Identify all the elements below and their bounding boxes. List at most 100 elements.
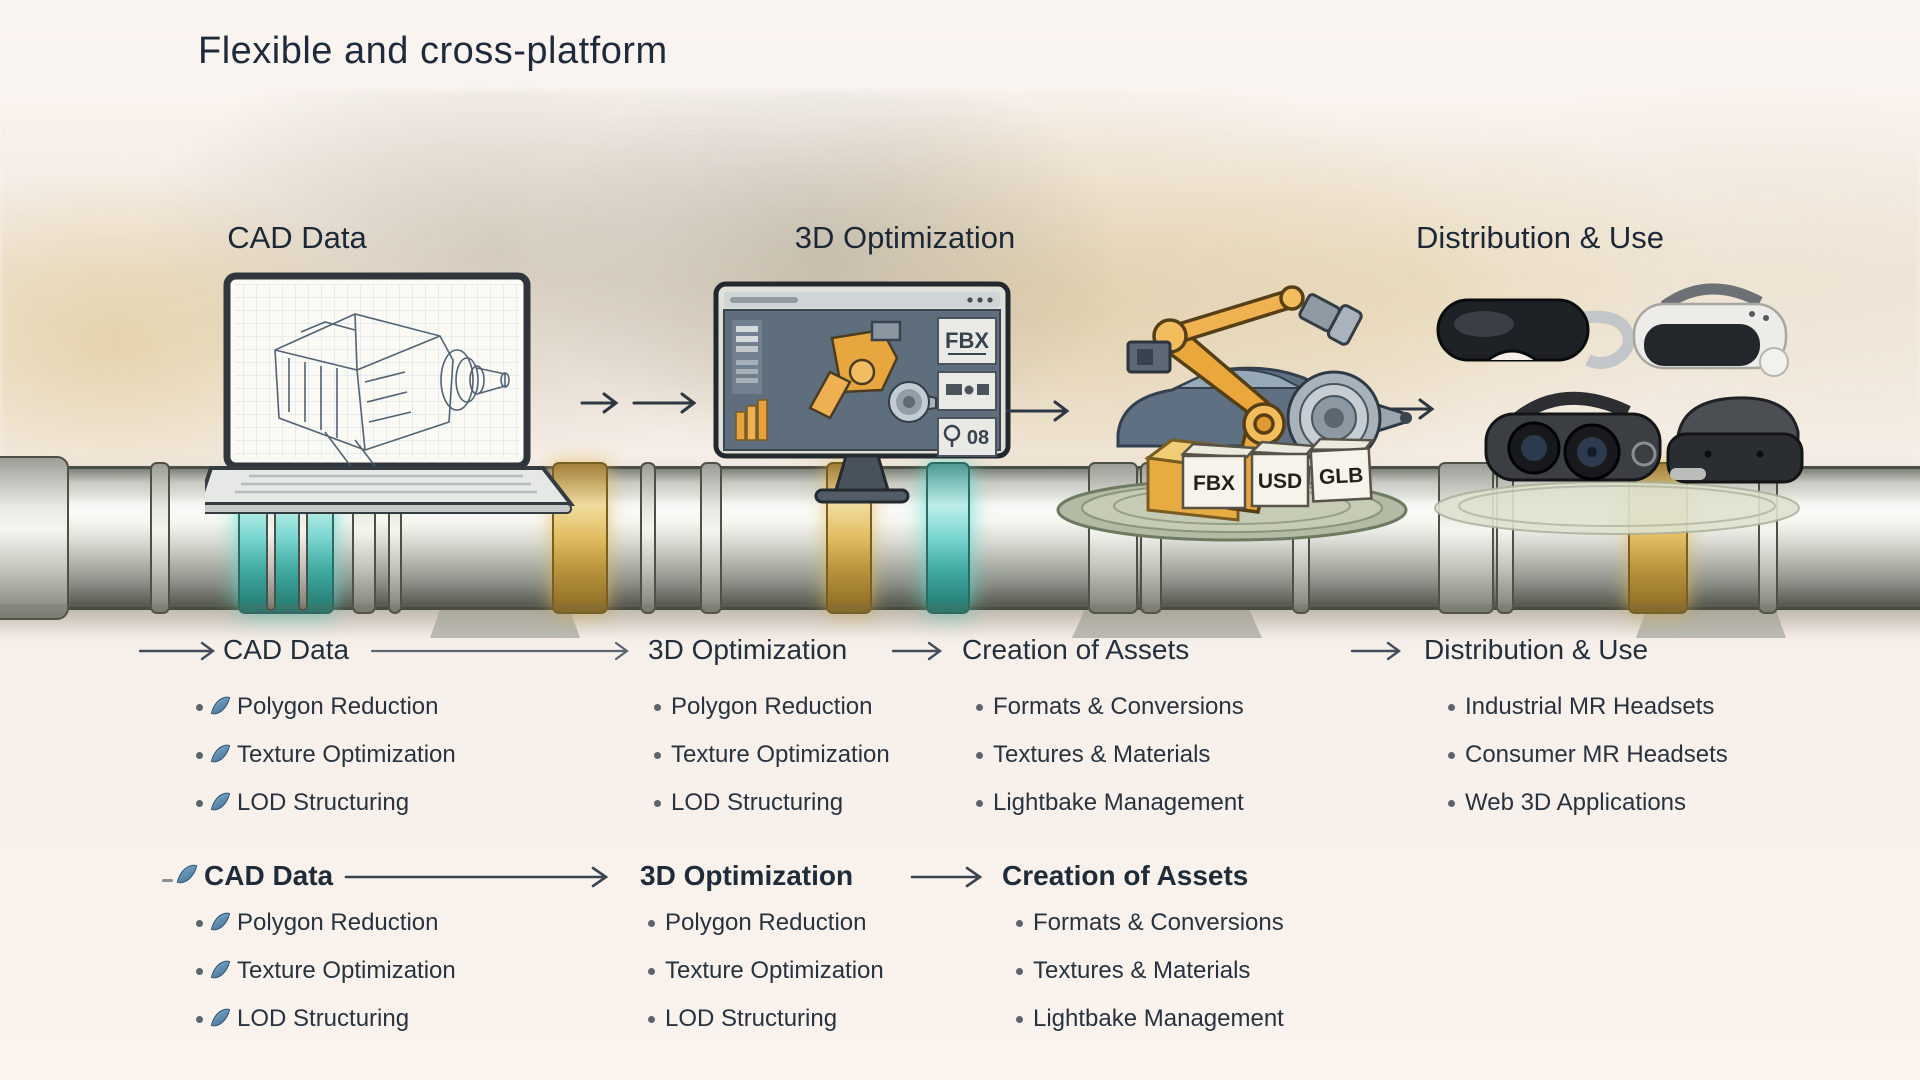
list-item: Texture Optimization [196, 740, 456, 770]
list-item-label: Polygon Reduction [237, 693, 439, 720]
list-item: Textures & Materials [1016, 956, 1284, 986]
bullet-dot-icon [648, 919, 655, 927]
list-item-label: Textures & Materials [993, 741, 1211, 768]
row1-col4-list: Industrial MR Headsets Consumer MR Heads… [1448, 692, 1728, 836]
headset-platform [1434, 481, 1800, 535]
row2-col1-list: Polygon Reduction Texture Optimization L… [196, 908, 456, 1052]
laptop-edge [205, 503, 572, 514]
address-bar [730, 297, 798, 303]
leaf-icon [210, 789, 231, 814]
page-title: Flexible and cross-platform [198, 30, 668, 72]
side-panels: FBX 08 [937, 317, 997, 457]
headset-black-visor [1436, 298, 1635, 369]
list-item: LOD Structuring [196, 788, 456, 818]
list-item-label: Textures & Materials [1033, 957, 1251, 984]
flow-arrow-icon [580, 392, 697, 414]
row2-heading-cad-data: CAD Data [204, 860, 334, 891]
format-panel [937, 317, 997, 365]
format-box-label: USD [1258, 470, 1302, 493]
row2-heading-creation-of-assets: Creation of Assets [1002, 860, 1249, 891]
pipe-endcap [0, 456, 69, 620]
stage-header-3d-optimization: 3D Optimization [794, 220, 1016, 255]
list-item-label: LOD Structuring [237, 789, 410, 816]
leaf-icon [210, 957, 231, 982]
pipe-illustration [0, 456, 1920, 620]
list-item: LOD Structuring [648, 1004, 884, 1034]
arrow-icon [891, 641, 943, 661]
row1-col1-list: Polygon Reduction Texture Optimization L… [196, 692, 456, 836]
list-item-label: Texture Optimization [237, 741, 456, 768]
row2-col3-list: Formats & Conversions Textures & Materia… [1016, 908, 1284, 1052]
row1-heading-3d-optimization: 3D Optimization [648, 634, 848, 665]
list-item: Polygon Reduction [196, 692, 456, 722]
laptop-cad-illustration [205, 272, 576, 514]
list-item-label: Texture Optimization [665, 957, 884, 984]
pipe-ring [700, 462, 722, 614]
bullet-dot-icon [1448, 751, 1455, 759]
list-item: Web 3D Applications [1448, 788, 1728, 818]
bullet-dot-icon [196, 703, 203, 711]
format-box-fbx: FBX [1180, 442, 1258, 510]
orange-stack [735, 399, 768, 441]
panel-format-label: FBX [945, 328, 989, 353]
list-item: Lightbake Management [976, 788, 1244, 818]
bullet-dot-icon [196, 751, 203, 759]
list-item-label: LOD Structuring [671, 789, 844, 816]
row2-col2-list: Polygon Reduction Texture Optimization L… [648, 908, 884, 1052]
list-item-label: Web 3D Applications [1465, 789, 1687, 816]
window-titlebar [724, 292, 1000, 308]
list-item: Texture Optimization [648, 956, 884, 986]
robot-arm-assets-illustration: FBX USD GLB [1056, 285, 1412, 542]
list-item-label: LOD Structuring [665, 1005, 838, 1032]
bullet-dot-icon [976, 799, 983, 807]
leaf-icon [176, 861, 198, 887]
mr-headsets-illustration [1434, 283, 1804, 535]
bullet-dot-icon [648, 1015, 655, 1023]
leaf-icon [210, 1005, 231, 1030]
headset-white [1632, 283, 1789, 377]
keyboard-lines [235, 474, 537, 494]
flow-arrow-icon [1005, 400, 1070, 422]
list-item: Formats & Conversions [976, 692, 1244, 722]
laptop-base [205, 466, 576, 506]
cad-wireframe-engine [274, 313, 510, 473]
bullet-dot-icon [648, 967, 655, 975]
list-item-label: Polygon Reduction [237, 909, 439, 936]
window-dots-icon [967, 297, 993, 303]
list-item-label: Polygon Reduction [671, 693, 873, 720]
arrow-icon [1350, 641, 1402, 661]
bullet-dot-icon [1448, 703, 1455, 711]
screen-robot-model [808, 320, 902, 420]
panel-counter: 08 [967, 427, 989, 449]
leaf-icon [210, 909, 231, 934]
arrow-icon [370, 641, 629, 661]
list-item-label: Polygon Reduction [665, 909, 867, 936]
list-item: Consumer MR Headsets [1448, 740, 1728, 770]
list-item-label: Industrial MR Headsets [1465, 693, 1715, 720]
bullet-dot-icon [196, 799, 203, 807]
bullet-dot-icon [196, 1015, 203, 1023]
list-item-label: Consumer MR Headsets [1465, 741, 1728, 768]
bullet-dot-icon [976, 703, 983, 711]
monitor-optimization-illustration: FBX 08 [713, 281, 1011, 504]
format-box-label: GLB [1318, 464, 1363, 489]
format-box-label: FBX [1193, 472, 1235, 495]
list-item: Textures & Materials [976, 740, 1244, 770]
robot-camera-head [1126, 340, 1172, 374]
flow-arrow-icon [1388, 398, 1435, 420]
monitor-stand [833, 454, 891, 492]
list-item: Polygon Reduction [196, 908, 456, 938]
tick-dash [162, 879, 173, 882]
list-item: LOD Structuring [196, 1004, 456, 1034]
arrow-icon [344, 866, 609, 888]
robot-gripper [1298, 293, 1363, 346]
bullet-dot-icon [654, 751, 661, 759]
headset-platform-ring [1458, 485, 1776, 527]
list-item: Industrial MR Headsets [1448, 692, 1728, 722]
leaf-icon [210, 693, 231, 718]
list-item: Formats & Conversions [1016, 908, 1284, 938]
screen-turbine-model [888, 381, 937, 423]
row1-col2-list: Polygon Reduction Texture Optimization L… [654, 692, 890, 836]
arrow-icon [910, 866, 983, 888]
